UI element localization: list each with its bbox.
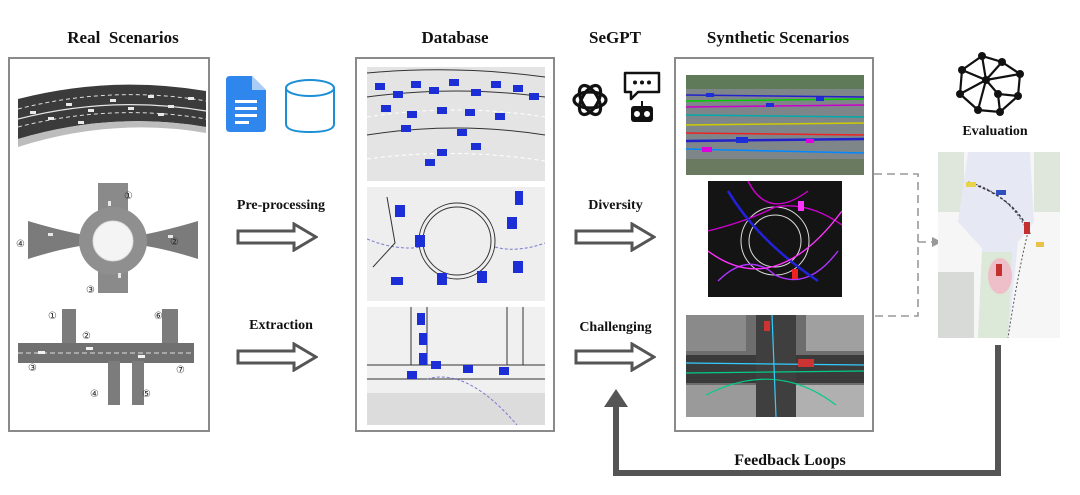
intersection-mark-7: ⑦ xyxy=(176,365,185,376)
label-feedback-loops: Feedback Loops xyxy=(734,452,846,469)
header-synthetic-scenarios: Synthetic Scenarios xyxy=(706,28,850,47)
arrow-preprocessing xyxy=(236,222,318,252)
roundabout-mark-3: ③ xyxy=(86,285,95,296)
database-panel xyxy=(355,57,555,432)
evaluation-image xyxy=(938,152,1060,338)
database-icon xyxy=(285,79,335,134)
header-database: Database xyxy=(421,28,489,47)
intersection-mark-1: ① xyxy=(48,311,57,322)
synthetic-scenarios-panel xyxy=(674,57,874,432)
arrow-extraction xyxy=(236,342,318,372)
roundabout-image xyxy=(18,181,206,296)
openai-logo-icon xyxy=(572,83,608,117)
label-extraction: Extraction xyxy=(249,318,313,333)
header-evaluation: Evaluation xyxy=(962,124,1028,139)
network-icon xyxy=(956,52,1024,116)
synthetic-roundabout-image xyxy=(708,181,842,297)
label-challenging: Challenging xyxy=(579,320,652,335)
feedback-loop-arrow xyxy=(604,345,1001,476)
document-icon xyxy=(226,76,266,132)
intersection-mark-3: ③ xyxy=(28,363,37,374)
synthetic-highway-image xyxy=(686,75,864,175)
roundabout-mark-1: ① xyxy=(124,191,133,202)
highway-image xyxy=(18,84,206,147)
real-scenarios-panel: ① ② ③ ④ ① ② ③ ④ ⑤ ⑥ ⑦ xyxy=(8,57,210,432)
label-preprocessing: Pre-processing xyxy=(236,198,326,213)
roundabout-mark-4: ④ xyxy=(16,239,25,250)
database-roundabout-schematic xyxy=(367,187,545,301)
intersection-mark-5: ⑤ xyxy=(142,389,151,400)
intersection-image xyxy=(18,309,194,405)
arrow-diversity xyxy=(574,222,656,252)
header-real-scenarios: Real Scenarios xyxy=(67,28,179,47)
intersection-mark-6: ⑥ xyxy=(154,311,163,322)
intersection-mark-2: ② xyxy=(82,331,91,342)
dashed-connector xyxy=(874,173,942,317)
arrow-challenging xyxy=(574,342,656,372)
roundabout-mark-2: ② xyxy=(170,237,179,248)
intersection-mark-4: ④ xyxy=(90,389,99,400)
database-intersection-schematic xyxy=(367,307,545,425)
header-segpt: SeGPT xyxy=(589,28,641,47)
chatbot-icon xyxy=(623,71,661,122)
database-highway-schematic xyxy=(367,67,545,181)
synthetic-intersection-image xyxy=(686,315,864,417)
label-diversity: Diversity xyxy=(588,198,643,213)
